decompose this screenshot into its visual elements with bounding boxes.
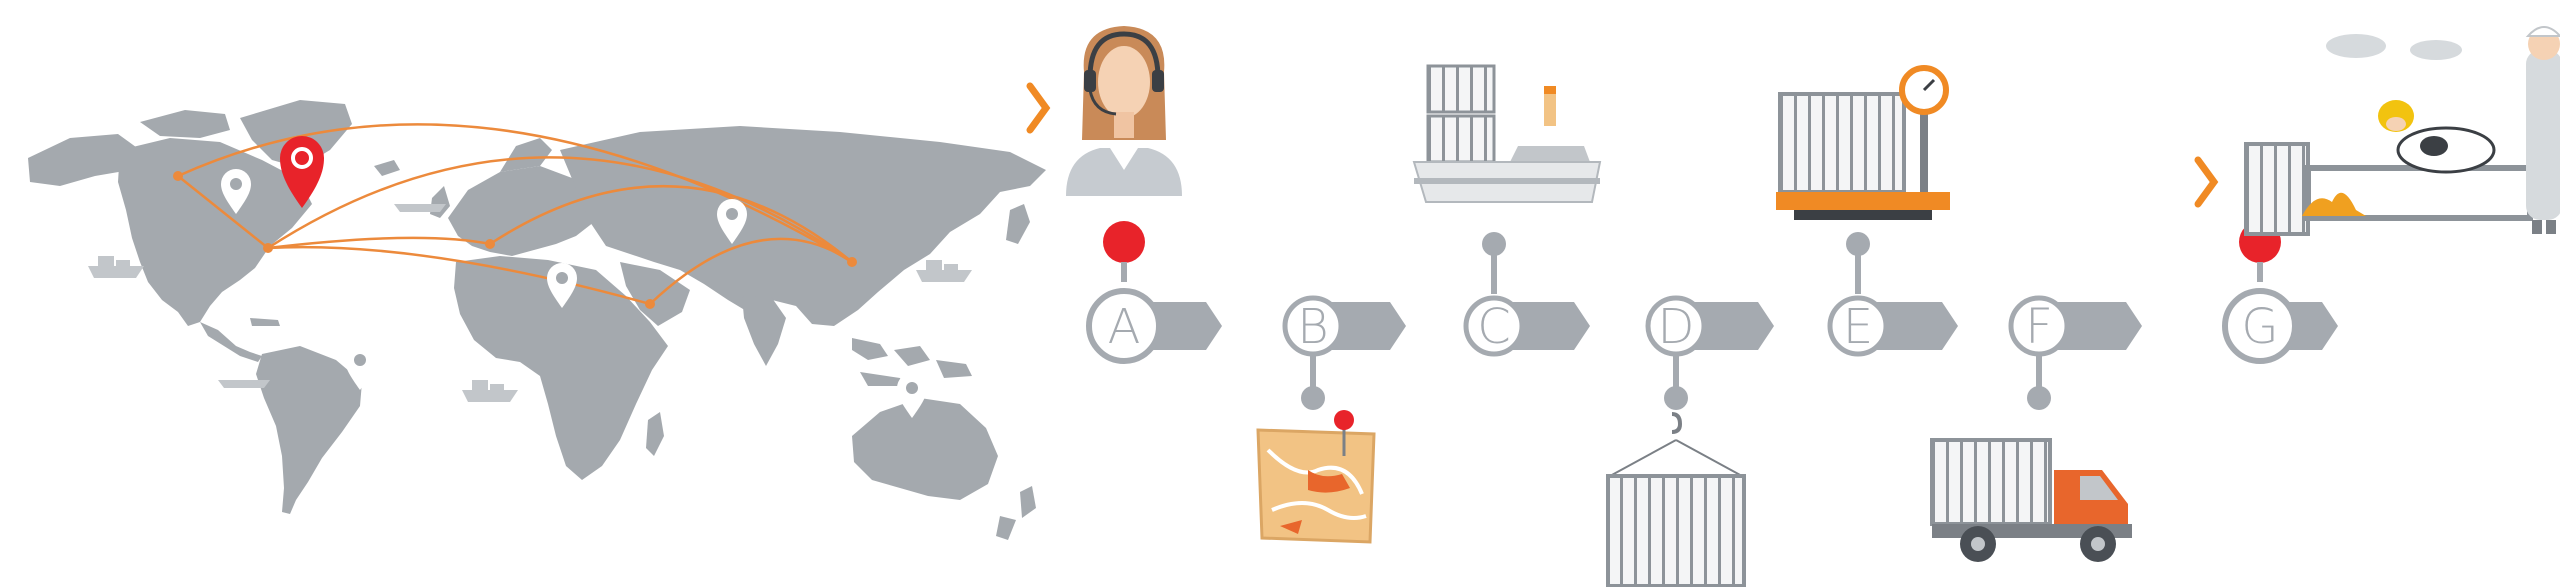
milestone-marker-a — [1103, 221, 1145, 282]
route-node-icon — [173, 171, 857, 309]
step-b: B — [1282, 295, 1344, 357]
step-e-letter: E — [1843, 299, 1873, 355]
shipping-route-icon — [177, 123, 853, 306]
step-g-letter: G — [2241, 299, 2278, 355]
cargo-ship-icon — [88, 204, 972, 402]
step-f: F — [2008, 295, 2070, 357]
step-e: E — [1827, 295, 1889, 357]
step-d-letter: D — [1658, 299, 1695, 355]
customer-service-agent-icon — [1066, 26, 1182, 196]
weighing-scale-cattle-icon — [1776, 65, 1950, 220]
step-connectors — [1301, 232, 2051, 410]
step-c: C — [1463, 295, 1525, 357]
step-c-letter: C — [1477, 299, 1511, 355]
chevron-right-icon — [2194, 156, 2219, 208]
cattle-truck-icon — [1930, 438, 2132, 562]
world-map-icon — [28, 100, 1046, 540]
step-f-letter: F — [2025, 299, 2053, 355]
chevron-right-icon — [1026, 82, 1051, 134]
location-pin-icon — [221, 169, 927, 418]
selected-location-pin-icon — [280, 136, 324, 208]
route-map-icon — [1256, 410, 1376, 544]
step-b-letter: B — [1297, 299, 1328, 355]
livestock-ship-icon — [1412, 64, 1602, 203]
crane-cattle-crate-icon — [1606, 412, 1746, 587]
step-a-letter: A — [1108, 299, 1141, 355]
step-g: G — [2222, 288, 2298, 364]
step-a: A — [1086, 288, 1162, 364]
farm-delivery-icon — [2244, 26, 2560, 236]
step-d: D — [1645, 295, 1707, 357]
